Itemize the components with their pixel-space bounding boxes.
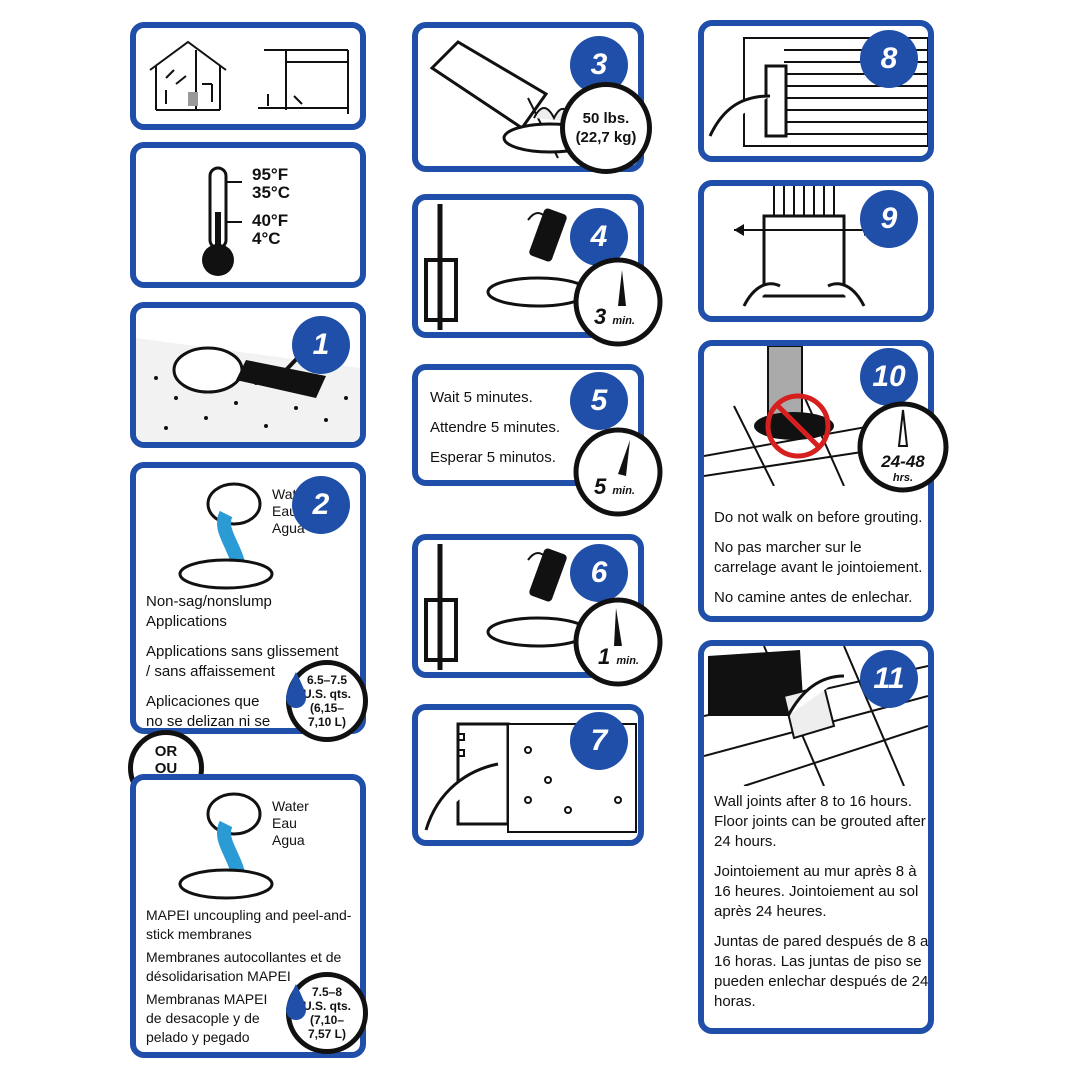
- no-walk-fr: No pas marcher sur le carrelage avant le…: [714, 539, 923, 576]
- wait-es: Esperar 5 minutos.: [430, 449, 556, 466]
- step5-text: Wait 5 minutes. Attendre 5 minutes. Espe…: [430, 388, 560, 478]
- qty-line: 7,10 L): [307, 715, 346, 729]
- step2b-text: MAPEI uncoupling and peel-and-stick memb…: [146, 906, 356, 1052]
- step-number-badge: 10: [860, 348, 918, 406]
- step-number-badge: 5: [570, 372, 628, 430]
- grout-fr: Jointoiement au mur après 8 à 16 heures.…: [714, 863, 919, 920]
- mixing-illustration: [424, 204, 590, 330]
- step-8-panel: 8: [698, 20, 934, 162]
- cure-timer-clock: 24-48 hrs.: [856, 400, 950, 494]
- water-fr: Eau: [272, 815, 297, 831]
- temp-high: 95°F 35°C: [252, 166, 290, 202]
- temp-high-f: 95°F: [252, 165, 289, 184]
- app-fr: Applications sans glissement / sans affa…: [146, 643, 339, 680]
- wait-timer-clock: 5 min.: [572, 426, 664, 518]
- bag-weight-badge: 50 lbs. (22,7 kg): [560, 82, 652, 174]
- pour-water-illustration: [178, 792, 274, 900]
- clock-icon: [857, 401, 949, 493]
- timer-unit: min.: [612, 315, 635, 327]
- grout-en: Wall joints after 8 to 16 hours. Floor j…: [714, 793, 926, 850]
- step-11-panel: Wall joints after 8 to 16 hours. Floor j…: [698, 640, 934, 1034]
- step-9-panel: 9: [698, 180, 934, 322]
- step-number-badge: 1: [292, 316, 350, 374]
- no-walk-en: Do not walk on before grouting.: [714, 509, 923, 526]
- step-1-panel: 1: [130, 302, 366, 448]
- step-number-badge: 2: [292, 476, 350, 534]
- weight-kg: (22,7 kg): [575, 129, 637, 146]
- tile-placement-illustration: [734, 186, 874, 307]
- temp-low-c: 4°C: [252, 229, 281, 248]
- water-drop-icon: [286, 672, 306, 708]
- clock-icon: [573, 257, 663, 347]
- temp-low-f: 40°F: [252, 211, 289, 230]
- temp-low: 40°F 4°C: [252, 212, 288, 248]
- mix-timer-clock: 3 min.: [572, 256, 664, 348]
- wait-en: Wait 5 minutes.: [430, 389, 533, 406]
- grout-es: Juntas de pared después de 8 a 16 horas.…: [714, 933, 929, 1010]
- step10-text: Do not walk on before grouting. No pas m…: [714, 508, 928, 616]
- temp-high-c: 35°C: [252, 183, 290, 202]
- timer-unit: hrs.: [892, 472, 914, 484]
- water-drop-icon: [286, 984, 306, 1020]
- temperature-panel: 95°F 35°C 40°F 4°C: [130, 142, 366, 288]
- step-10-panel: Do not walk on before grouting. No pas m…: [698, 340, 934, 622]
- qty-line: (6,15–: [309, 701, 344, 715]
- step-number-badge: 8: [860, 30, 918, 88]
- weight-lbs: 50 lbs.: [582, 110, 630, 127]
- app-en: Non-sag/nonslump Applications: [146, 593, 272, 630]
- wait-fr: Attendre 5 minutes.: [430, 419, 561, 436]
- step-number-badge: 4: [570, 208, 628, 266]
- qty-line: 7,57 L): [307, 1027, 346, 1041]
- water-fr: Eau: [272, 503, 297, 519]
- water-labels: Water Eau Agua: [272, 798, 309, 849]
- water-en: Water: [272, 798, 309, 814]
- app-es: Aplicaciones que no se delizan ni se des…: [146, 693, 271, 730]
- step11-text: Wall joints after 8 to 16 hours. Floor j…: [714, 792, 929, 1022]
- clock-icon: [573, 427, 663, 517]
- qty-line: 6.5–7.5: [306, 673, 348, 687]
- step-5-panel: Wait 5 minutes. Attendre 5 minutes. Espe…: [412, 364, 644, 486]
- qty-line: 7.5–8: [311, 985, 342, 999]
- pour-water-illustration: [178, 482, 274, 590]
- water-es: Agua: [272, 832, 305, 848]
- or-en: OR: [154, 742, 178, 760]
- mem-es: Membranas MAPEI de desacople y de pelado…: [146, 991, 268, 1045]
- mem-fr: Membranes autocollantes et de désolidari…: [146, 949, 342, 984]
- qty-line: U.S. qts.: [302, 687, 351, 701]
- qty-line: U.S. qts.: [302, 999, 351, 1013]
- mem-en: MAPEI uncoupling and peel-and-stick memb…: [146, 907, 352, 942]
- step-number-badge: 11: [860, 650, 918, 708]
- timer-unit: min.: [612, 485, 635, 497]
- step-7-panel: 7: [412, 704, 644, 846]
- remix-timer-clock: 1 min.: [572, 596, 664, 688]
- step-number-badge: 9: [860, 190, 918, 248]
- clock-icon: [573, 597, 663, 687]
- water-es: Agua: [272, 520, 305, 536]
- step2-text: Non-sag/nonslump Applications Applicatio…: [146, 592, 346, 730]
- no-walk-es: No camine antes de enlechar.: [714, 589, 913, 606]
- indoor-use-panel: [130, 22, 366, 130]
- thermometer-icon: [202, 166, 242, 276]
- step-number-badge: 6: [570, 544, 628, 602]
- or-fr: OU: [154, 759, 178, 777]
- timer-value: 5: [594, 474, 607, 499]
- timer-value: 24-48: [881, 452, 925, 471]
- mixing-illustration: [424, 544, 590, 670]
- timer-value: 3: [594, 304, 607, 329]
- grouting-illustration: [704, 646, 928, 786]
- qty-line: (7,10–: [309, 1013, 344, 1027]
- house-icon: [149, 40, 349, 114]
- step-number-badge: 7: [570, 712, 628, 770]
- timer-value: 1: [598, 644, 611, 669]
- water-labels: Water Eau Agua: [272, 486, 309, 537]
- timer-unit: min.: [616, 655, 639, 667]
